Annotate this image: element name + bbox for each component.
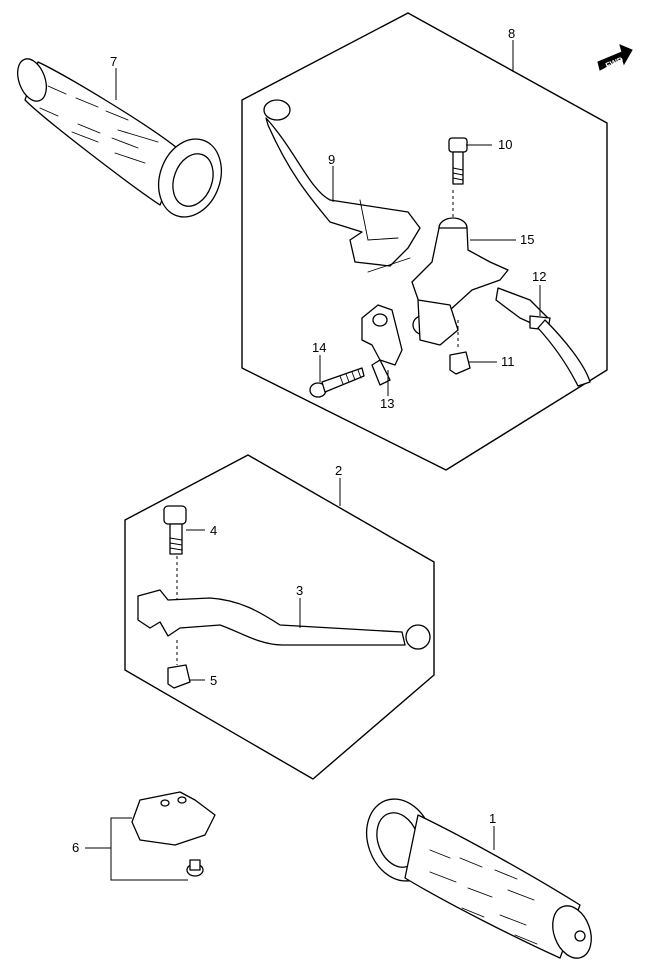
callout-12: 12	[532, 269, 546, 284]
leader-lines	[85, 40, 541, 881]
lever-assembly-8	[263, 99, 421, 273]
lever-assembly-2	[137, 589, 431, 665]
callout-7: 7	[110, 54, 117, 69]
nut-11	[449, 320, 471, 375]
callout-1: 1	[489, 811, 496, 826]
switch-cable-12	[495, 287, 591, 387]
assembly-2-outline	[124, 454, 435, 780]
left-grip	[17, 58, 222, 218]
callout-3: 3	[296, 583, 303, 598]
switch-6	[131, 791, 216, 877]
callout-13: 13	[380, 396, 394, 411]
assembly-8-outline	[241, 12, 608, 471]
callout-8: 8	[508, 26, 515, 41]
callout-14: 14	[312, 340, 326, 355]
bolt-4	[163, 505, 187, 600]
fwd-label: FWD	[604, 55, 624, 70]
callout-labels: 7 8 9 10 15 12 11 14 13 2 4 3 5 6 1	[72, 26, 546, 855]
fwd-arrow-icon: FWD	[597, 44, 633, 71]
callout-10: 10	[498, 137, 512, 152]
nut-5	[167, 664, 191, 689]
callout-15: 15	[520, 232, 534, 247]
callout-6: 6	[72, 840, 79, 855]
callout-11: 11	[501, 354, 515, 369]
bolt-10	[448, 137, 468, 185]
callout-9: 9	[328, 152, 335, 167]
lever-holder	[411, 190, 509, 346]
right-grip	[366, 798, 592, 959]
bolt-14	[309, 367, 365, 398]
callout-4: 4	[210, 523, 217, 538]
clamp-13	[361, 304, 403, 386]
callout-2: 2	[335, 463, 342, 478]
callout-5: 5	[210, 673, 217, 688]
